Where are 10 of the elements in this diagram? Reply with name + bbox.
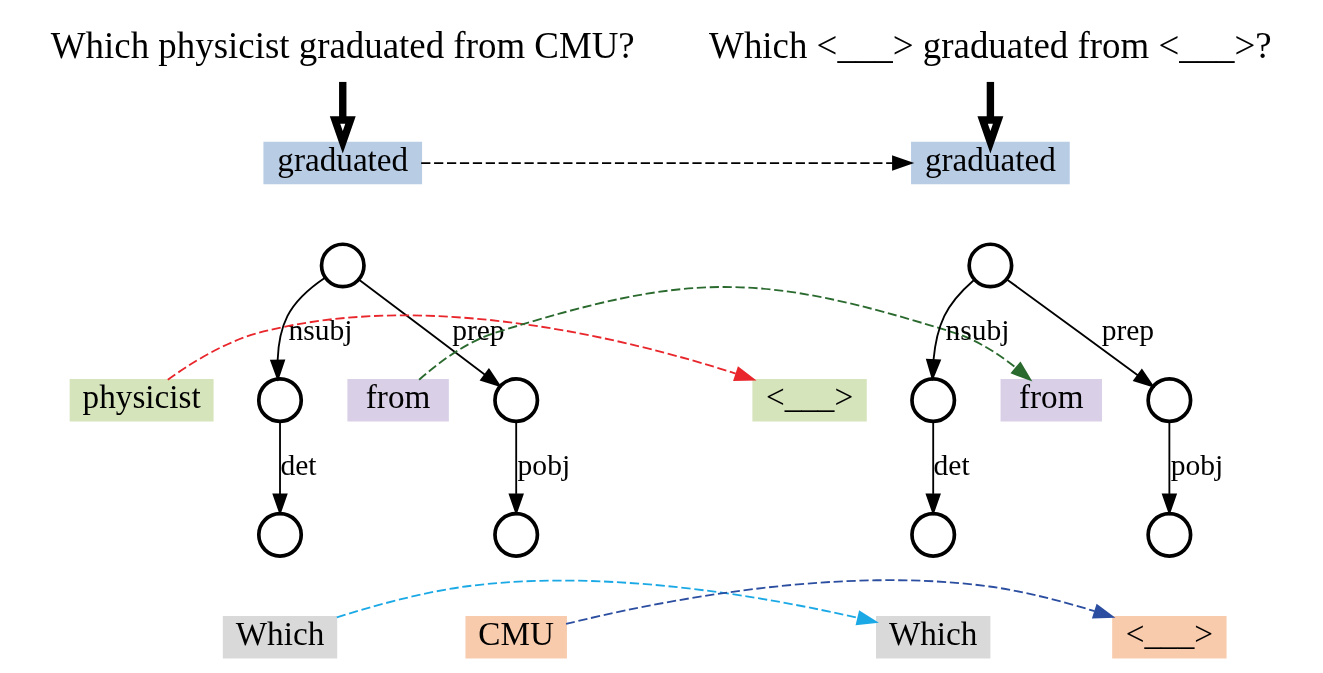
- edge-label: prep: [1101, 313, 1155, 346]
- edge-label: pobj: [1170, 448, 1224, 481]
- edge-label: nsubj: [945, 313, 1010, 346]
- edge-label: det: [280, 448, 317, 481]
- edge-label: nsubj: [288, 313, 353, 346]
- node-text: Which <___> graduated from <___>?: [709, 24, 1272, 66]
- node-text: Which physicist graduated from CMU?: [50, 24, 635, 66]
- edge-label: det: [933, 448, 970, 481]
- edge-label: pobj: [517, 448, 571, 481]
- edge-label: prep: [452, 313, 505, 346]
